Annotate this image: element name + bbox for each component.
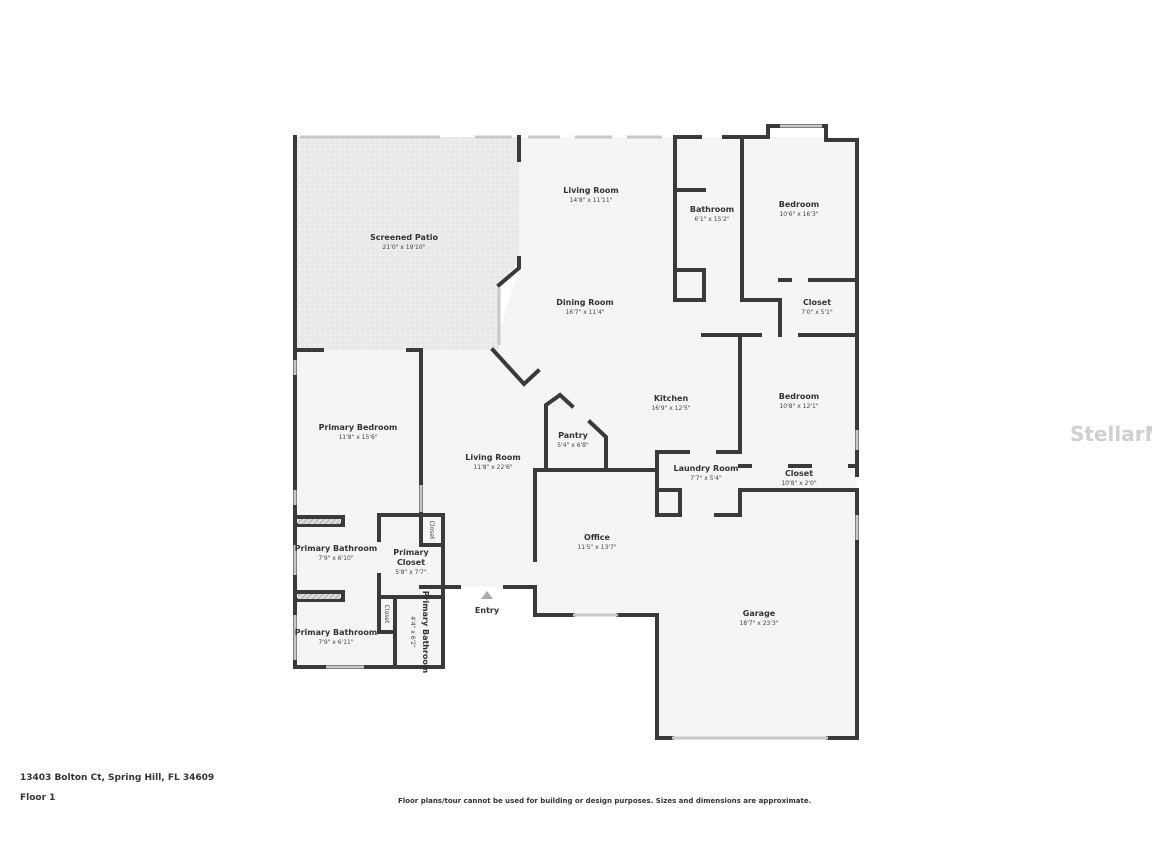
svg-text:10'8" x 12'1": 10'8" x 12'1" (779, 403, 818, 410)
room-bathroom: Bathroom 6'1" x 15'2" (690, 205, 734, 223)
svg-text:Primary Bathroom: Primary Bathroom (295, 628, 378, 637)
room-primary-bedroom: Primary Bedroom 11'8" x 15'6" (319, 423, 398, 441)
svg-text:11'5" x 13'7": 11'5" x 13'7" (577, 544, 616, 551)
svg-text:Garage: Garage (743, 609, 776, 618)
svg-text:7'0" x 5'1": 7'0" x 5'1" (801, 309, 833, 316)
room-primary-bathroom-2: Primary Bathroom 7'9" x 6'11" (295, 628, 378, 646)
floor-label: Floor 1 (20, 793, 56, 803)
room-laundry-room: Laundry Room 7'7" x 5'4" (673, 464, 738, 482)
room-living-room: Living Room 14'8" x 11'11" (563, 186, 619, 204)
patio-floor (295, 137, 519, 350)
room-closet-3: Closet (428, 521, 435, 540)
room-living-room-2: Living Room 11'8" x 22'6" (465, 453, 521, 471)
svg-text:Office: Office (584, 533, 610, 542)
svg-text:Living Room: Living Room (465, 453, 521, 462)
room-screened-patio: Screened Patio 21'0" x 19'10" (370, 233, 439, 251)
svg-text:16'7" x 11'4": 16'7" x 11'4" (565, 309, 604, 316)
room-garage: Garage 18'7" x 23'3" (739, 609, 778, 627)
svg-text:4'4" x 6'2": 4'4" x 6'2" (409, 616, 416, 648)
svg-text:Closet: Closet (803, 298, 831, 307)
svg-text:Screened Patio: Screened Patio (370, 233, 439, 242)
watermark: StellarMLS (1070, 422, 1152, 446)
svg-text:7'7" x 5'4": 7'7" x 5'4" (690, 475, 722, 482)
svg-text:Bedroom: Bedroom (779, 200, 820, 209)
svg-text:Primary Bathroom: Primary Bathroom (295, 544, 378, 553)
address: 13403 Bolton Ct, Spring Hill, FL 34609 (20, 773, 215, 783)
svg-text:21'0" x 19'10": 21'0" x 19'10" (383, 244, 426, 251)
svg-text:Kitchen: Kitchen (654, 394, 689, 403)
svg-text:Pantry: Pantry (558, 431, 589, 440)
entry-arrow-icon (481, 591, 493, 599)
svg-text:18'7" x 23'3": 18'7" x 23'3" (739, 620, 778, 627)
floor-fill (295, 137, 857, 738)
svg-text:16'9" x 12'5": 16'9" x 12'5" (651, 405, 690, 412)
svg-text:Bedroom: Bedroom (779, 392, 820, 401)
room-primary-bathroom: Primary Bathroom 7'9" x 6'10" (295, 544, 378, 562)
room-pantry: Pantry 5'4" x 6'8" (557, 431, 589, 449)
entry-label: Entry (475, 606, 500, 615)
room-bedroom-2: Bedroom 10'8" x 12'1" (779, 392, 820, 410)
svg-text:11'8" x 22'6": 11'8" x 22'6" (473, 464, 512, 471)
svg-text:14'8" x 11'11": 14'8" x 11'11" (570, 197, 613, 204)
svg-text:10'6" x 16'3": 10'6" x 16'3" (779, 211, 818, 218)
room-bedroom: Bedroom 10'6" x 16'3" (779, 200, 820, 218)
svg-text:Primary Bathroom: Primary Bathroom (421, 591, 430, 674)
svg-text:Laundry Room: Laundry Room (673, 464, 738, 473)
room-closet-2: Closet 10'8" x 2'0" (781, 469, 817, 487)
svg-text:Closet: Closet (383, 605, 390, 624)
svg-text:7'9" x 6'10": 7'9" x 6'10" (318, 555, 354, 562)
svg-text:Bathroom: Bathroom (690, 205, 734, 214)
svg-text:Dining Room: Dining Room (556, 298, 614, 307)
disclaimer: Floor plans/tour cannot be used for buil… (398, 797, 812, 805)
svg-text:5'8" x 7'7": 5'8" x 7'7" (395, 569, 427, 576)
svg-text:7'9" x 6'11": 7'9" x 6'11" (318, 639, 354, 646)
svg-text:6'1" x 15'2": 6'1" x 15'2" (694, 216, 730, 223)
windows (293, 124, 859, 740)
svg-text:Living Room: Living Room (563, 186, 619, 195)
svg-text:Closet: Closet (428, 521, 435, 540)
counter-hatch (298, 594, 340, 599)
counter-hatch (298, 519, 340, 524)
svg-text:Closet: Closet (785, 469, 813, 478)
room-primary-bathroom-3: Primary Bathroom 4'4" x 6'2" (409, 591, 430, 674)
room-kitchen: Kitchen 16'9" x 12'5" (651, 394, 690, 412)
walls (293, 124, 859, 740)
room-closet: Closet 7'0" x 5'1" (801, 298, 833, 316)
svg-text:11'8" x 15'6": 11'8" x 15'6" (338, 434, 377, 441)
room-closet-4: Closet (383, 605, 390, 624)
svg-text:5'4" x 6'8": 5'4" x 6'8" (557, 442, 589, 449)
svg-text:Primary Bedroom: Primary Bedroom (319, 423, 398, 432)
room-office: Office 11'5" x 13'7" (577, 533, 616, 551)
svg-text:10'8" x 2'0": 10'8" x 2'0" (781, 480, 817, 487)
room-dining-room: Dining Room 16'7" x 11'4" (556, 298, 614, 316)
